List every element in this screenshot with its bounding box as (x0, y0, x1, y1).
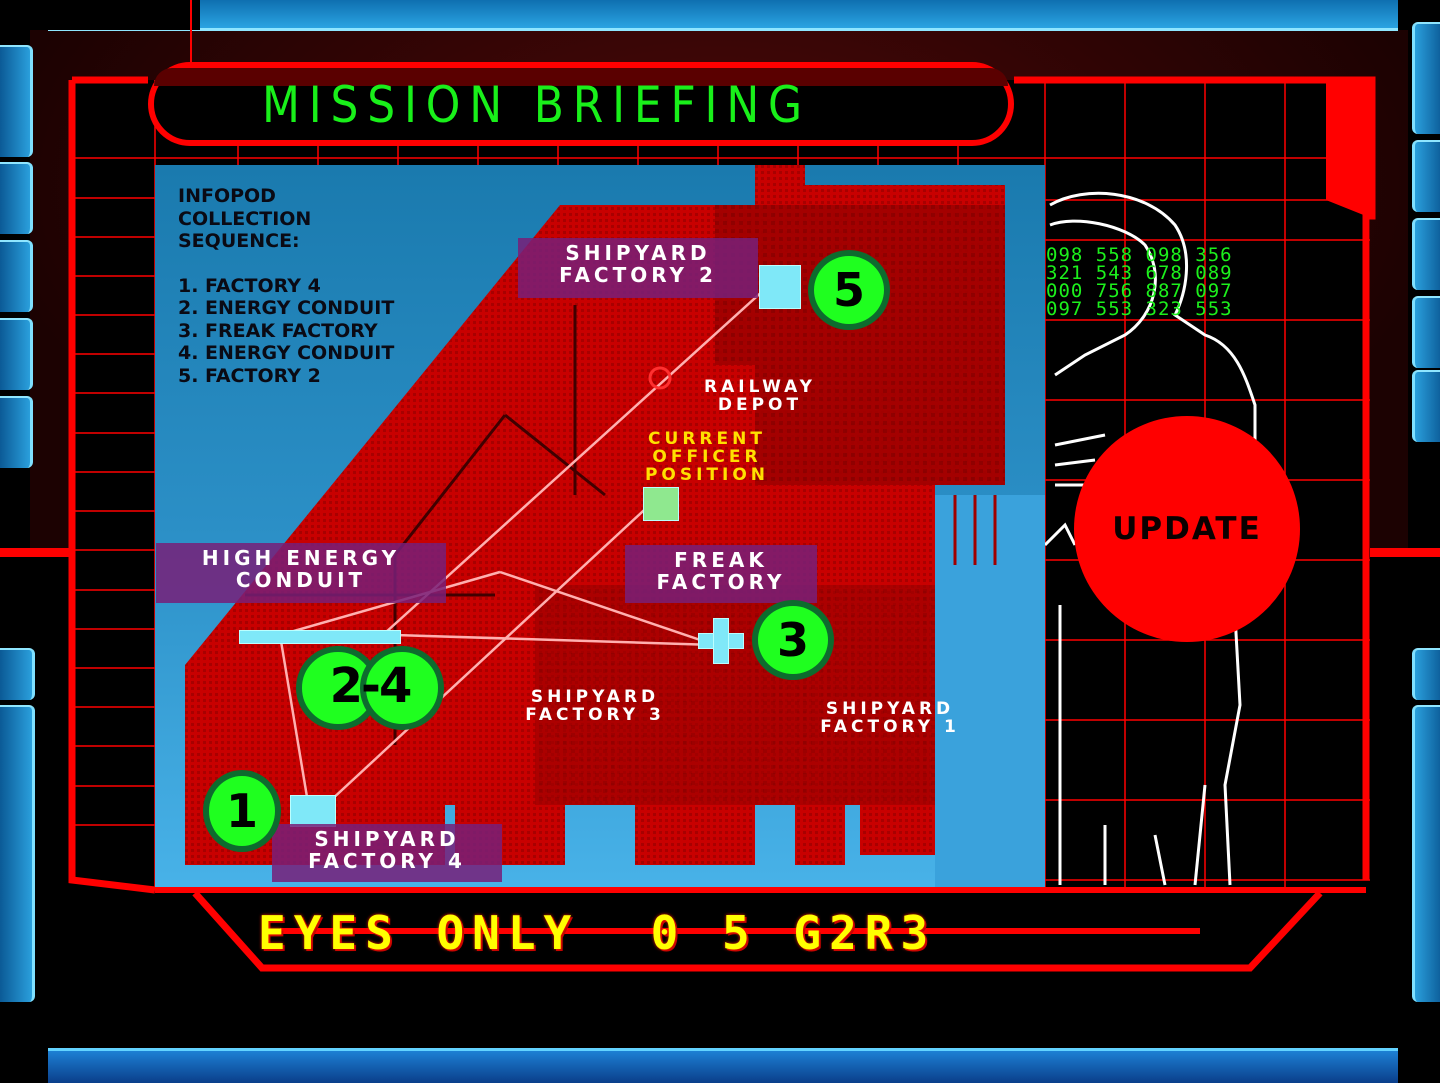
left-bezel-tile (0, 648, 35, 700)
top-bezel (48, 0, 1398, 31)
right-bezel-tile (1412, 705, 1440, 1002)
sequence-heading: SEQUENCE: (178, 230, 300, 252)
frame-bar-right (1370, 548, 1440, 557)
left-bezel-tile (0, 162, 33, 234)
bottom-bezel (48, 1048, 1398, 1083)
sequence-item: 1. FACTORY 4 (178, 274, 321, 297)
left-bezel-tile (0, 318, 33, 390)
top-bezel-notch (0, 0, 200, 30)
classification-code: EYES ONLY 0 5 G2R3 (258, 906, 937, 960)
map-terrain (185, 165, 1045, 887)
sequence-heading: INFOPOD (178, 185, 276, 207)
right-bezel-tile (1412, 218, 1440, 290)
left-bezel-tile (0, 396, 33, 468)
footer-divider (280, 928, 1200, 934)
infopod-factory-2[interactable] (759, 265, 801, 309)
frame-connector-line (190, 0, 192, 66)
left-bezel-tile (0, 705, 35, 1002)
energy-conduit-pod[interactable] (239, 630, 401, 644)
officer-position-marker[interactable] (643, 487, 679, 521)
waypoint-marker-4[interactable] (360, 646, 444, 730)
left-bezel-tile (0, 240, 33, 312)
sequence-item: 5. FACTORY 2 (178, 364, 321, 387)
right-bezel-tile (1412, 648, 1440, 700)
page-title: MISSION BRIEFING (262, 76, 811, 134)
sequence-item: 3. FREAK FACTORY (178, 319, 378, 342)
infopod-factory-4[interactable] (290, 795, 336, 827)
waypoint-marker-5[interactable]: 5 (808, 250, 890, 330)
infopod-sequence: INFOPOD COLLECTION SEQUENCE: 1. FACTORY … (178, 185, 394, 387)
right-bezel-tile (1412, 140, 1440, 212)
left-bezel-tile (0, 45, 33, 157)
right-bezel-tile (1412, 370, 1440, 442)
frame-bar-left (0, 548, 72, 557)
sequence-item: 2. ENERGY CONDUIT (178, 297, 395, 319)
sequence-heading: COLLECTION (178, 207, 312, 230)
waypoint-marker-1[interactable]: 1 (203, 770, 281, 852)
right-bezel-tile (1412, 296, 1440, 368)
right-bezel-tile (1412, 22, 1440, 134)
waypoint-marker-3[interactable]: 3 (752, 600, 834, 680)
infopod-freak-factory (713, 618, 729, 664)
update-button[interactable]: UPDATE (1074, 416, 1300, 642)
title-banner (148, 62, 1014, 146)
waypoint-marker-label-2-4: 2-4 (329, 658, 413, 714)
sequence-item: 4. ENERGY CONDUIT (178, 342, 395, 364)
